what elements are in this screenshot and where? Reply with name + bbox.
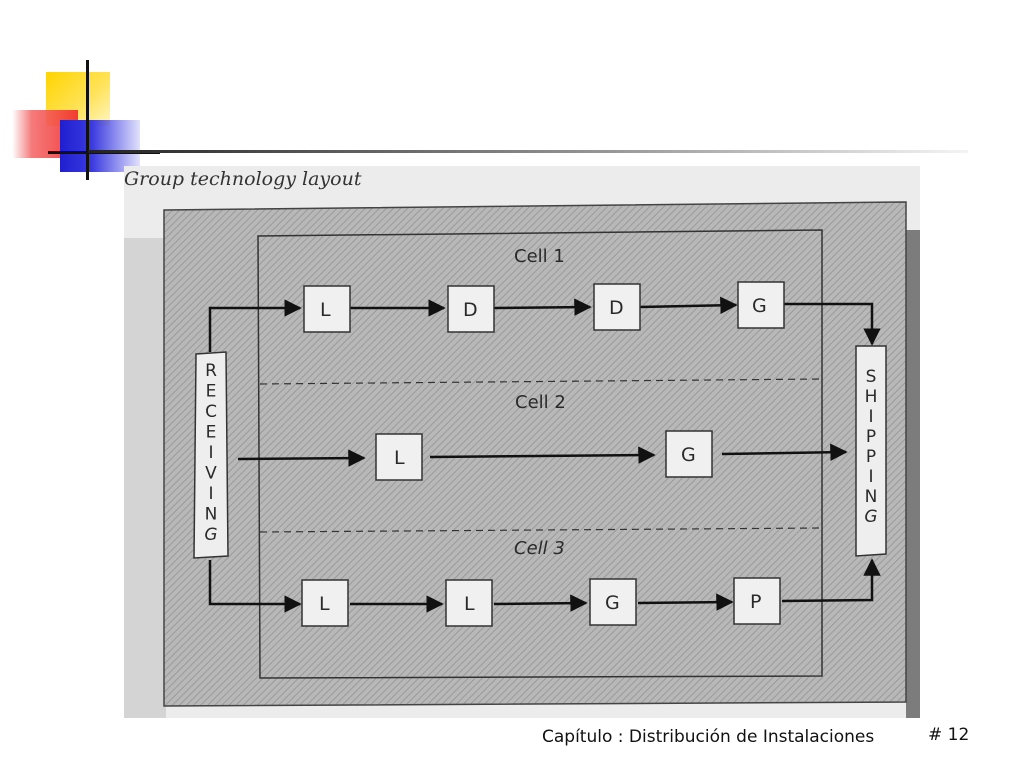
flow-cell2-1 [429, 446, 656, 464]
cell1-station-2: D [447, 285, 495, 333]
receiving-letter: E [206, 423, 217, 443]
shipping-letter: P [866, 427, 876, 447]
flow-cell1-to-shipping [784, 302, 881, 346]
receiving-letter: V [205, 464, 217, 484]
panel-right-shadow [906, 230, 920, 718]
shipping-area [855, 345, 887, 557]
cell1-station-3: D [593, 283, 641, 331]
cells-area [257, 229, 823, 679]
flow-receiving-to-cell1 [208, 299, 302, 352]
receiving-letter: I [208, 443, 213, 463]
flow-receiving-to-cell3 [208, 560, 302, 613]
svg-text:L: L [394, 447, 405, 469]
svg-text:L: L [319, 593, 330, 615]
cell2-station-2: G [665, 430, 713, 478]
cell1-station-4: G [737, 281, 785, 329]
svg-text:G: G [605, 592, 620, 614]
figure-title: Group technology layout [124, 168, 362, 190]
receiving-letter: N [205, 505, 218, 525]
shipping-letter: I [868, 467, 873, 487]
flow-cell3-to-shipping [781, 558, 881, 603]
flow-cell1-3 [639, 296, 738, 315]
receiving-letter: R [205, 361, 217, 381]
receiving-letter: G [204, 525, 217, 545]
shipping-letter: N [865, 487, 878, 507]
shipping-letter: G [864, 507, 877, 527]
receiving-letter: I [208, 484, 213, 504]
cell3-station-2: L [445, 579, 493, 627]
svg-text:G: G [681, 444, 696, 466]
receiving-area [193, 351, 229, 559]
flow-cell2-to-shipping [721, 443, 848, 462]
receiving-letter: C [205, 402, 217, 422]
logo-blue-square [60, 120, 140, 172]
svg-text:G: G [752, 295, 767, 317]
shipping-letter: P [866, 447, 876, 467]
shipping-letter: H [865, 387, 878, 407]
svg-text:L: L [464, 593, 475, 615]
flow-cell3-2 [493, 594, 588, 612]
cell-1-label: Cell 1 [514, 246, 565, 267]
cell-3-label: Cell 3 [514, 538, 565, 559]
cell3-station-4: P [733, 577, 781, 625]
logo-vertical-line [86, 60, 89, 180]
receiving-letter: E [206, 382, 217, 402]
panel-left-strip [124, 238, 166, 718]
shipping-letter: S [866, 367, 877, 387]
svg-text:L: L [320, 299, 331, 321]
cell3-station-3: G [589, 578, 637, 626]
svg-text:D: D [463, 299, 478, 321]
flow-receiving-to-cell2 [237, 449, 366, 467]
header-rule [88, 150, 968, 153]
slide-number: # 12 [928, 725, 970, 745]
decorative-logo [0, 0, 160, 190]
cell3-station-1: L [301, 579, 349, 627]
cell-2-label: Cell 2 [515, 392, 566, 413]
shipping-letter: I [868, 407, 873, 427]
cell-separator-2 [259, 527, 823, 533]
cell2-station-1: L [375, 433, 423, 481]
flow-cell3-3 [637, 593, 734, 611]
svg-text:P: P [750, 591, 761, 613]
flow-cell1-2 [493, 298, 592, 316]
svg-text:D: D [609, 297, 624, 319]
cell1-station-1: L [303, 285, 351, 333]
cell-separator-1 [259, 378, 823, 385]
chapter-footer: Capítulo : Distribución de Instalaciones [542, 727, 875, 747]
